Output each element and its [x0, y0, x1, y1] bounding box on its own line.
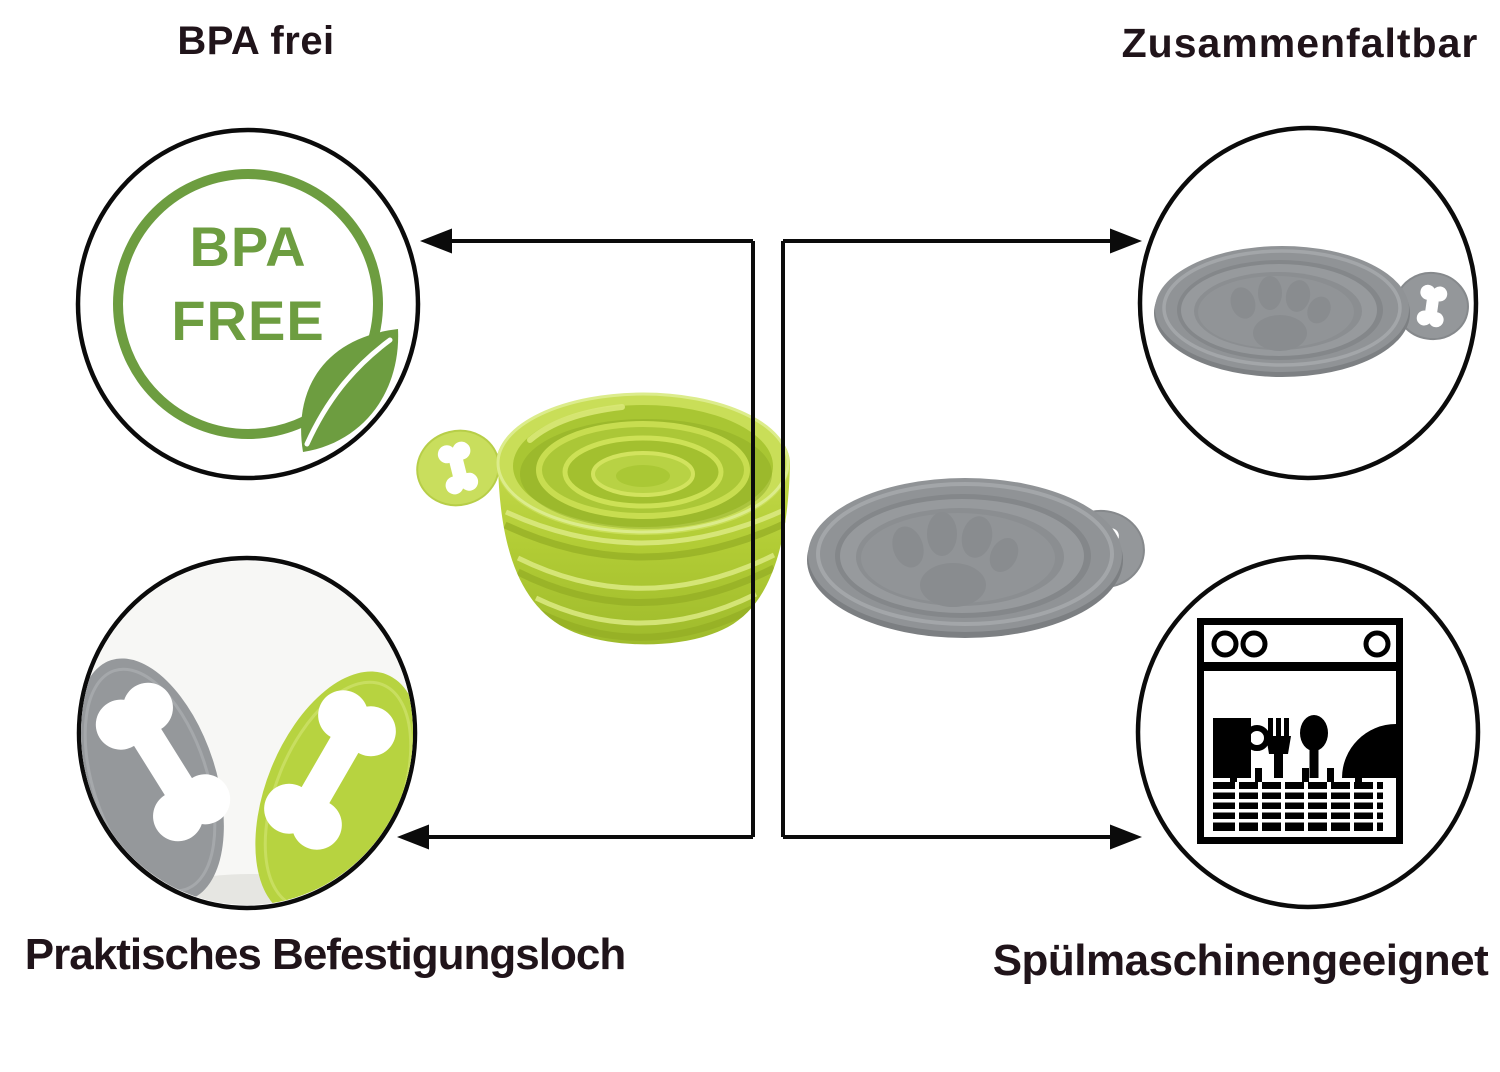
bpa-free-badge-icon — [113, 169, 399, 452]
arrowhead-top-left — [420, 228, 452, 254]
arrowhead-top-right — [1110, 228, 1142, 254]
bone-tab-closeup-photo — [81, 561, 413, 905]
arrowhead-bottom-left — [397, 824, 429, 850]
feature-label-spuelmaschinengeeignet: Spülmaschinengeeignet — [992, 936, 1489, 985]
leaf-vein — [304, 337, 393, 447]
feature-label-befestigungsloch: Praktisches Befestigungsloch — [24, 930, 626, 979]
arrowhead-bottom-right — [1110, 824, 1142, 850]
dishes-silhouette — [1213, 715, 1396, 782]
dishwasher-icon — [1197, 618, 1403, 844]
connector-lines — [425, 239, 1114, 839]
badge-text-line2: FREE — [171, 289, 325, 352]
bone-cutout-icon — [437, 441, 479, 495]
bone-hole-icon — [95, 682, 231, 842]
bone-cutout-icon — [1416, 284, 1448, 328]
green-expanded-bowl-photo — [416, 392, 790, 645]
grey-collapsed-bowl-photo — [807, 478, 1145, 638]
bone-hole-icon — [264, 690, 396, 850]
feature-label-bpa-frei: BPA frei — [177, 19, 335, 63]
bone-tab — [416, 429, 500, 507]
bpa-free-badge-text: BPA FREE — [98, 210, 398, 358]
collapsed-bowl-illustration — [1154, 246, 1469, 377]
leaf-icon — [301, 329, 399, 452]
dish-rack — [1213, 782, 1383, 831]
bone-tab — [1395, 271, 1469, 341]
feature-label-zusammenfaltbar: Zusammenfaltbar — [1121, 20, 1479, 66]
badge-text-line1: BPA — [189, 215, 307, 278]
paw-print-emboss — [1230, 276, 1331, 351]
paw-print-emboss — [892, 512, 1019, 607]
arrowheads — [397, 228, 1142, 850]
accordion-folds — [503, 507, 788, 641]
